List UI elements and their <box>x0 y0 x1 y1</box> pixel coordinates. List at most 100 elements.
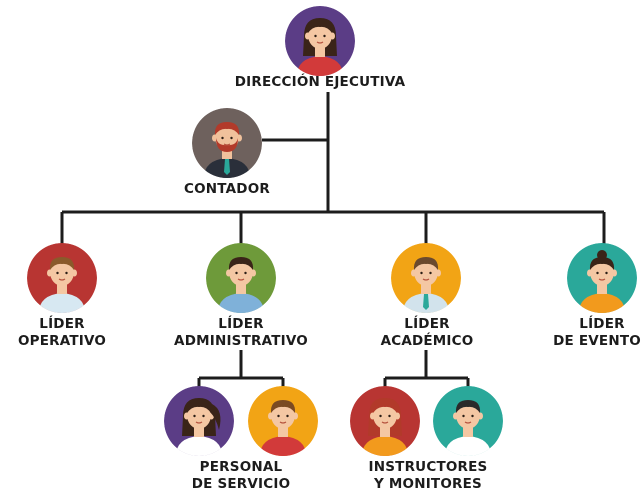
eye <box>462 414 465 418</box>
hair-front <box>455 400 481 413</box>
mouth <box>223 143 231 146</box>
hair-front <box>49 257 75 270</box>
mouth <box>195 421 203 424</box>
hair-front <box>307 20 333 33</box>
face <box>456 401 480 429</box>
person-icon <box>27 243 97 313</box>
mouth <box>316 41 324 44</box>
neck <box>222 148 232 159</box>
shirt <box>218 293 264 313</box>
face <box>187 401 211 429</box>
label-director: DIRECCIÓN EJECUTIVA <box>234 74 406 90</box>
avatar-director <box>285 6 355 76</box>
person-icon <box>350 386 420 456</box>
eye <box>202 414 205 418</box>
eye <box>244 271 247 275</box>
face <box>215 123 239 151</box>
eye <box>65 271 68 275</box>
ponytail <box>210 404 221 430</box>
avatar-instructor-a <box>350 386 420 456</box>
neck <box>194 426 204 437</box>
label-contador: CONTADOR <box>184 181 270 197</box>
mouth <box>464 421 472 424</box>
shirt <box>362 436 408 456</box>
eye <box>429 271 432 275</box>
mouth <box>58 278 66 281</box>
eye <box>235 271 238 275</box>
mouth <box>237 278 245 281</box>
neck <box>278 426 288 437</box>
person-icon <box>433 386 503 456</box>
avatar-instructor-b <box>433 386 503 456</box>
avatar-servicio-b <box>248 386 318 456</box>
tie <box>224 159 230 175</box>
eye <box>314 34 317 38</box>
eye <box>221 136 224 140</box>
eye <box>56 271 59 275</box>
hair-front <box>228 257 254 270</box>
eye <box>323 34 326 38</box>
avatar-academico <box>391 243 461 313</box>
mouth <box>422 278 430 281</box>
neck <box>57 283 67 294</box>
shirt <box>445 436 491 456</box>
hair-front <box>270 400 296 413</box>
eye <box>379 414 382 418</box>
eye <box>388 414 391 418</box>
shirt <box>39 293 85 313</box>
eye <box>286 414 289 418</box>
person-icon <box>192 108 262 178</box>
eye <box>605 271 608 275</box>
hair-front <box>186 400 212 413</box>
person-icon <box>206 243 276 313</box>
person-icon <box>567 243 637 313</box>
face <box>308 21 332 49</box>
neck <box>315 46 325 57</box>
person-icon <box>285 6 355 76</box>
person-icon <box>164 386 234 456</box>
shirt <box>176 436 222 456</box>
face <box>414 258 438 286</box>
avatar-eventos <box>567 243 637 313</box>
eye <box>471 414 474 418</box>
person-icon <box>248 386 318 456</box>
neck <box>463 426 473 437</box>
face <box>50 258 74 286</box>
eye <box>420 271 423 275</box>
neck <box>597 283 607 294</box>
tie <box>423 294 429 310</box>
hair-front <box>413 257 439 270</box>
hair-front <box>214 122 240 135</box>
neck <box>236 283 246 294</box>
neck <box>421 283 431 294</box>
mouth <box>279 421 287 424</box>
avatar-contador <box>192 108 262 178</box>
eye <box>277 414 280 418</box>
person-icon <box>391 243 461 313</box>
shirt <box>579 293 625 313</box>
avatar-administrativo <box>206 243 276 313</box>
face <box>373 401 397 429</box>
mouth <box>381 421 389 424</box>
face <box>590 258 614 286</box>
hair-front <box>372 400 398 413</box>
neck <box>380 426 390 437</box>
face <box>271 401 295 429</box>
face <box>229 258 253 286</box>
eye <box>193 414 196 418</box>
mouth <box>598 278 606 281</box>
shirt <box>260 436 306 456</box>
eye <box>230 136 233 140</box>
shirt <box>297 56 343 76</box>
avatar-servicio-a <box>164 386 234 456</box>
avatar-operativo <box>27 243 97 313</box>
hair-front <box>589 257 615 270</box>
eye <box>596 271 599 275</box>
